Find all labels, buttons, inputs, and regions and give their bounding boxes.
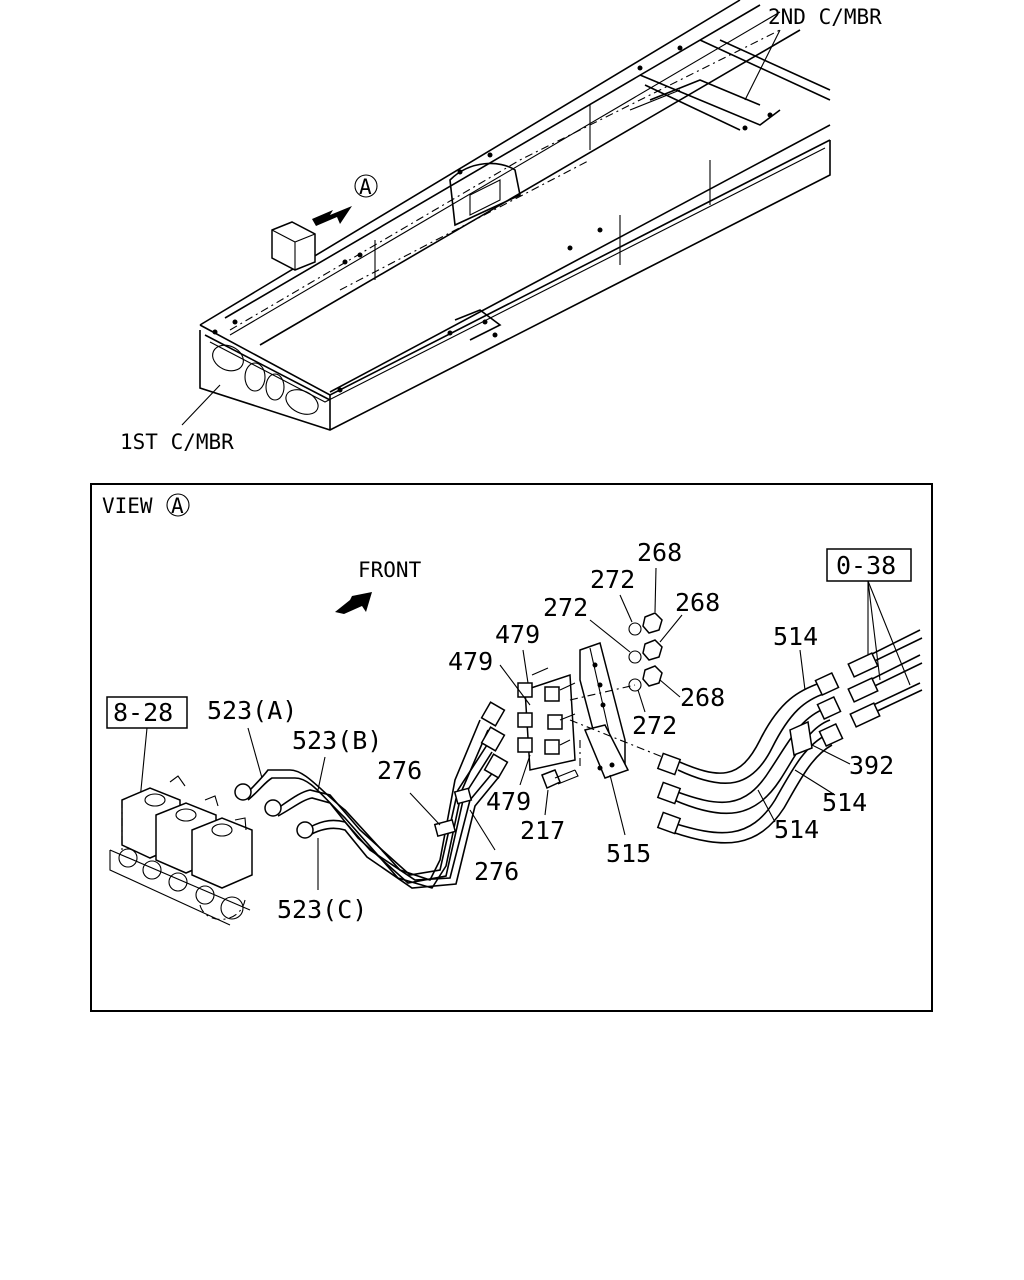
- ref-label-right: 0-38: [836, 551, 896, 580]
- part-268b-label: 268: [675, 588, 720, 617]
- part-276b-label: 276: [474, 857, 519, 886]
- part-479c-label: 479: [486, 787, 531, 816]
- part-272b-label: 272: [543, 593, 588, 622]
- first-cross-member-label: 1ST C/MBR: [120, 430, 234, 454]
- part-514b-label: 514: [822, 788, 867, 817]
- ref-box-right: [826, 548, 912, 582]
- part-514a-label: 514: [773, 622, 818, 651]
- ref-label-left: 8-28: [113, 698, 173, 727]
- right-pipe-ends: [847, 629, 923, 728]
- part-392-label: 392: [849, 751, 894, 780]
- union-connectors-479: [517, 667, 576, 771]
- solenoid-valve-assembly: [109, 727, 253, 926]
- part-479b-label: 479: [448, 647, 493, 676]
- bolt-217: [541, 740, 581, 790]
- frame-holes: [212, 45, 773, 393]
- view-title-circle: A: [171, 494, 184, 518]
- second-cross-member-label: 2ND C/MBR: [768, 5, 882, 29]
- view-title: VIEW: [102, 494, 153, 518]
- chassis-frame: [199, 0, 831, 431]
- part-514c-label: 514: [774, 815, 819, 844]
- part-523c-label: 523(C): [277, 895, 367, 924]
- front-arrow: [335, 592, 372, 614]
- part-523b-label: 523(B): [292, 726, 382, 755]
- bracket-515: [579, 642, 630, 779]
- view-a-arrow: A: [312, 174, 378, 226]
- view-a-frame: [90, 483, 933, 1012]
- hoses-514: [656, 671, 844, 844]
- part-479a-label: 479: [495, 620, 540, 649]
- part-268c-label: 268: [680, 683, 725, 712]
- part-515-label: 515: [606, 839, 651, 868]
- part-217-label: 217: [520, 816, 565, 845]
- part-523a-label: 523(A): [207, 696, 297, 725]
- washers-and-nuts: [569, 612, 671, 761]
- part-272c-label: 272: [632, 711, 677, 740]
- part-272a-label: 272: [590, 565, 635, 594]
- pipes-523: [234, 701, 509, 889]
- part-276a-label: 276: [377, 756, 422, 785]
- front-label: FRONT: [358, 558, 422, 582]
- part-268a-label: 268: [637, 538, 682, 567]
- view-marker-text: A: [359, 175, 372, 199]
